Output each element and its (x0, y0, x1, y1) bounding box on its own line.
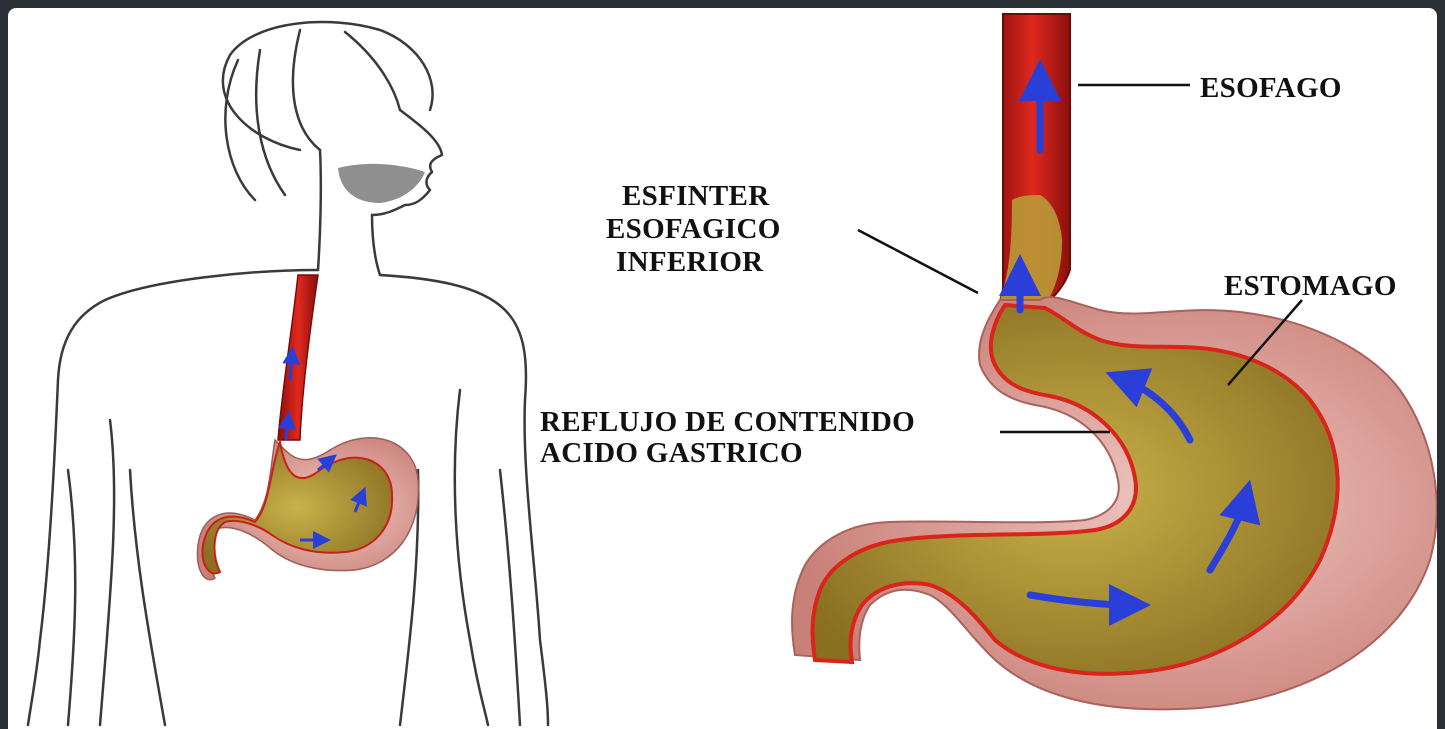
small-esophagus (278, 275, 318, 440)
head-outline (223, 22, 433, 150)
diagram-panel: ESOFAGO ESFINTER ESOFAGICO INFERIOR ESTO… (8, 8, 1437, 729)
reflux-illustration (8, 8, 1437, 729)
label-reflujo-line1: REFLUJO DE CONTENIDO (540, 406, 915, 439)
mouth-cavity (338, 164, 425, 203)
label-esfinter-line1: ESFINTER (622, 180, 769, 213)
label-estomago: ESTOMAGO (1224, 270, 1397, 303)
label-esfinter-line2: ESOFAGICO (606, 213, 781, 246)
label-esofago: ESOFAGO (1200, 72, 1342, 105)
label-esfinter-line3: INFERIOR (616, 246, 763, 279)
leader-esfinter (858, 230, 978, 293)
label-reflujo-line2: ACIDO GASTRICO (540, 437, 803, 470)
